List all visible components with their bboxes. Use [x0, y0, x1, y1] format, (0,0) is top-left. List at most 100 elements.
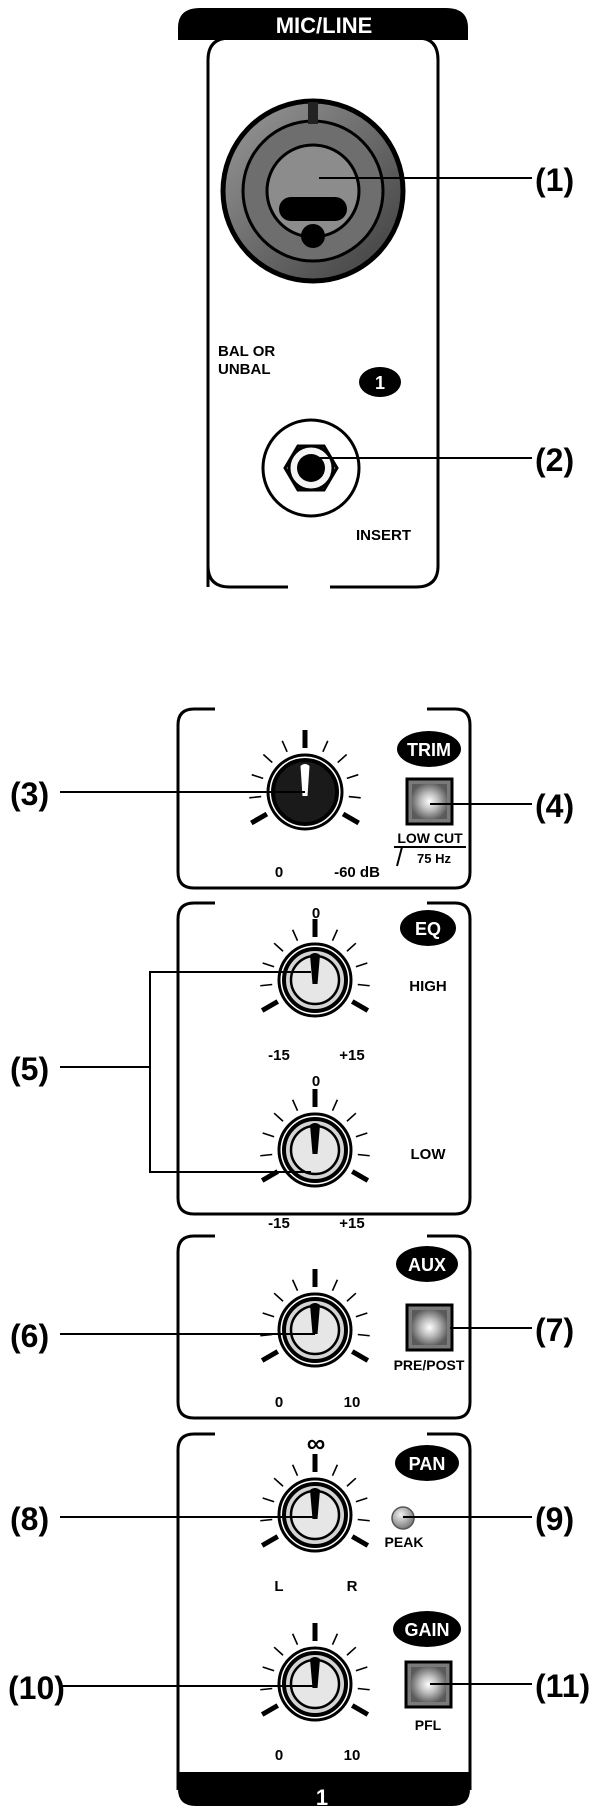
knob-tick [291, 929, 299, 942]
knob-tick [260, 999, 280, 1013]
knob-tick [346, 1292, 357, 1302]
callout-8: (8) [10, 1501, 49, 1537]
eq-low-top-label: 0 [312, 1073, 320, 1090]
knob-tick [273, 1112, 284, 1122]
callout-4: (4) [535, 788, 574, 824]
aux-tag-label: AUX [408, 1255, 446, 1275]
channel-footer-tab [178, 1772, 470, 1806]
knob-tick [260, 983, 273, 987]
pan-right-label: R [347, 1578, 358, 1595]
callout-5: (5) [10, 1051, 49, 1087]
trim-section-tag: TRIM [397, 731, 461, 767]
knob-tick [262, 1666, 275, 1672]
knob-tick [273, 1646, 284, 1656]
low-cut-sub-label: 75 Hz [417, 851, 451, 866]
knob-tick [331, 1279, 339, 1292]
knob-tick [331, 1464, 339, 1477]
pan-tag-label: PAN [409, 1454, 446, 1474]
knob-tick [331, 1633, 339, 1646]
knob-tick [291, 1099, 299, 1112]
callout-11: (11) [535, 1668, 590, 1704]
knob-tick [331, 929, 339, 942]
knob-tick [357, 1153, 370, 1157]
aux-section-tag: AUX [396, 1246, 458, 1282]
mic-line-header-tab [178, 8, 468, 40]
knob-tick [260, 1703, 280, 1717]
knob-tick [291, 1633, 299, 1646]
callout-7: (7) [535, 1312, 574, 1348]
pan-gain-section-outline [176, 1432, 472, 1790]
eq-low-min-label: -15 [268, 1215, 290, 1232]
trim-tag-label: TRIM [407, 740, 451, 760]
knob-tick [355, 1666, 368, 1672]
aux-scale-max: 10 [344, 1394, 361, 1411]
knob-tick [281, 740, 288, 753]
xlr-label-line1: BAL OR [218, 343, 275, 360]
knob-tick [273, 942, 284, 952]
pfl-button[interactable] [404, 1660, 453, 1709]
trim-section-outline [176, 707, 472, 890]
knob-tick [350, 999, 370, 1013]
xlr-label-line2: UNBAL [218, 361, 271, 378]
eq-low-knob[interactable] [260, 1089, 370, 1188]
pre-post-button[interactable] [405, 1303, 454, 1352]
gain-scale-max: 10 [344, 1747, 361, 1764]
pan-knob[interactable] [260, 1454, 370, 1553]
eq-low-max-label: +15 [339, 1215, 364, 1232]
trim-scale-max: -60 dB [334, 864, 380, 881]
knob-pointer [310, 953, 320, 984]
xlr-combo-jack[interactable] [220, 98, 406, 284]
callout-2: (2) [535, 442, 574, 478]
callout-6: (6) [10, 1318, 49, 1354]
callout-3: (3) [10, 776, 49, 812]
knob-tick [260, 1687, 273, 1691]
knob-tick [355, 1497, 368, 1503]
mic-line-panel: MIC/LINE [178, 8, 468, 589]
knob-tick [331, 1099, 339, 1112]
knob-tick [249, 795, 262, 799]
gain-scale-min: 0 [275, 1747, 283, 1764]
trim-knob[interactable] [249, 730, 361, 831]
knob-tick [273, 1477, 284, 1487]
callout-5-bracket [60, 971, 311, 1173]
callout-9: (9) [535, 1501, 574, 1537]
knob-tick [346, 773, 359, 780]
eq-section-tag: EQ [400, 910, 456, 946]
knob-tick [355, 1312, 368, 1318]
knob-tick [346, 1112, 357, 1122]
channel-badge-label: 1 [375, 373, 385, 393]
knob-tick [357, 1687, 370, 1691]
knob-tick [322, 740, 329, 753]
knob-pointer [310, 1123, 320, 1154]
low-cut-button[interactable] [405, 777, 454, 826]
eq-low-label: LOW [411, 1146, 447, 1163]
eq-tag-label: EQ [415, 919, 441, 939]
low-cut-slash [396, 846, 403, 867]
pfl-label: PFL [415, 1717, 442, 1733]
knob-tick [260, 1534, 280, 1548]
knob-tick [346, 942, 357, 952]
knob-tick [355, 1132, 368, 1138]
knob-tick [291, 1279, 299, 1292]
eq-high-knob[interactable] [260, 919, 370, 1018]
knob-pointer [310, 1488, 320, 1519]
gain-knob[interactable] [260, 1623, 370, 1722]
knob-tick [262, 1132, 275, 1138]
channel-footer-label: 1 [316, 1785, 328, 1807]
xlr-pin-bottom [301, 224, 325, 248]
knob-tick [251, 773, 264, 780]
knob-tick [260, 1349, 280, 1363]
aux-knob[interactable] [260, 1269, 370, 1368]
insert-label: INSERT [356, 527, 411, 544]
knob-tick [273, 1292, 284, 1302]
peak-label: PEAK [385, 1534, 424, 1550]
low-cut-label: LOW CUT [397, 830, 463, 846]
knob-tick [357, 983, 370, 987]
knob-tick [291, 1464, 299, 1477]
knob-tick [262, 1312, 275, 1318]
insert-jack[interactable] [261, 418, 361, 518]
knob-pointer [300, 764, 310, 796]
aux-section-outline [176, 1234, 472, 1420]
knob-tick [350, 1534, 370, 1548]
